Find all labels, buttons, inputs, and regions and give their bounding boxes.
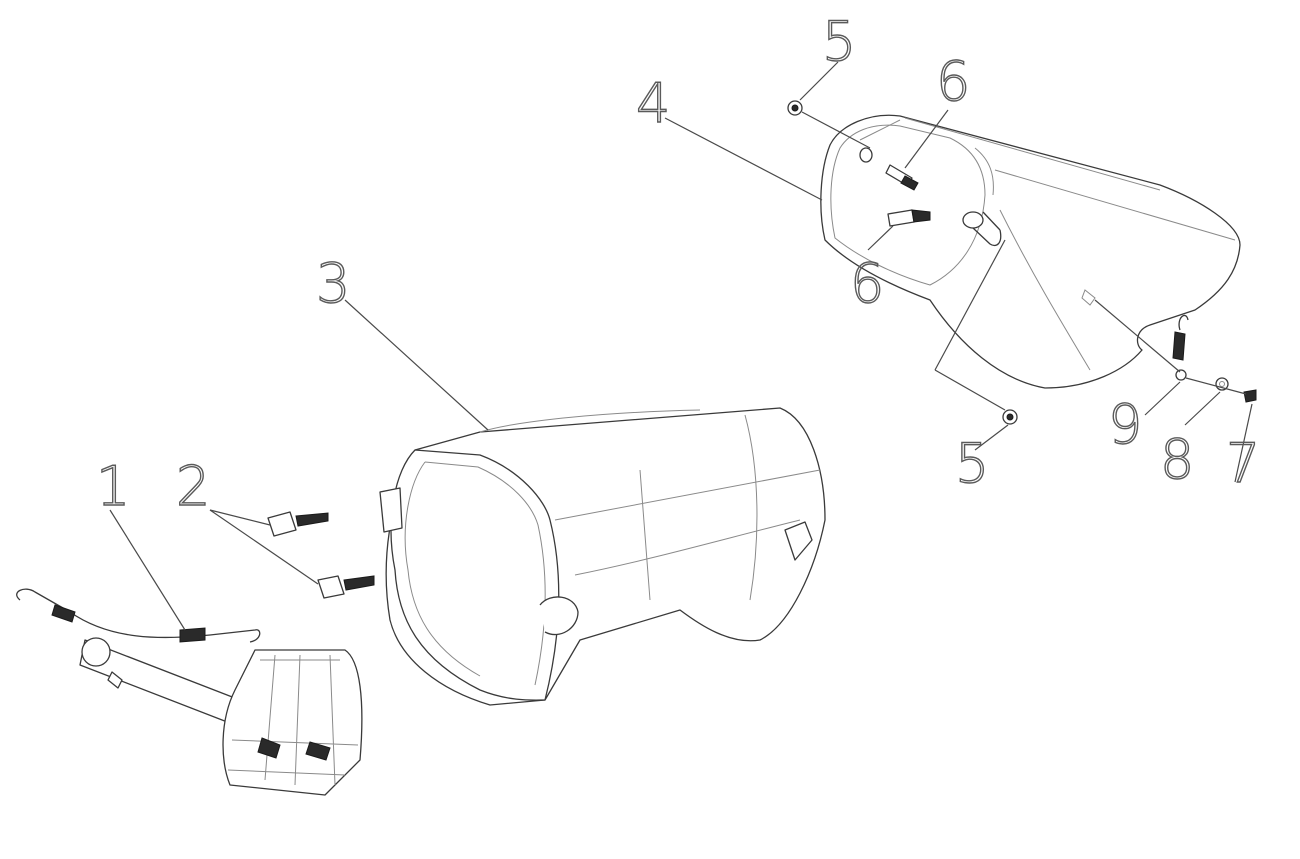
callout-5-upper: 5 [822,10,856,73]
part-9-spring [1172,314,1189,381]
callout-numbers: 1 2 3 4 5 5 6 6 7 8 9 [95,9,1261,518]
part-4-rear-housing [820,114,1241,389]
leader-4 [664,117,823,201]
leader-5b [974,424,1009,451]
leader-1 [109,509,186,631]
part-5-nut-lower [1002,409,1018,425]
part-2-wing-bolt-upper [267,511,329,537]
leader-2a [209,509,271,526]
leader-lines [109,61,1253,631]
leader-5b-down [934,369,1006,411]
part-3-discharge-chute [379,407,826,706]
callout-6-lower: 6 [850,252,884,315]
leader-3 [344,299,489,431]
callout-2: 2 [176,455,210,518]
callout-7: 7 [1226,432,1260,495]
part-6-bolt-upper [885,164,919,191]
leader-5a [799,61,839,101]
leader-9-axis [1094,299,1181,373]
callout-4: 4 [636,72,670,135]
leader-7-axis [1185,377,1247,395]
leader-6a [904,109,949,169]
leader-8 [1184,391,1221,426]
callout-3: 3 [316,252,350,315]
leader-5a-axis [801,111,871,149]
part-1-deflector-assembly [16,588,363,796]
part-6-bolt-lower [887,209,931,227]
callout-6-upper: 6 [936,50,970,113]
leader-2b [209,509,319,585]
part-5-nut-upper [787,100,803,116]
callout-1: 1 [96,455,130,518]
leader-6b [867,225,894,251]
part-7-screw [1243,389,1257,403]
part-2-wing-bolt-lower [317,575,375,599]
leader-5b-up [934,239,1006,371]
callout-5-lower: 5 [955,432,989,495]
leader-7 [1234,403,1253,483]
leader-9 [1144,381,1181,416]
callout-8: 8 [1160,428,1194,491]
callout-9: 9 [1108,393,1142,456]
